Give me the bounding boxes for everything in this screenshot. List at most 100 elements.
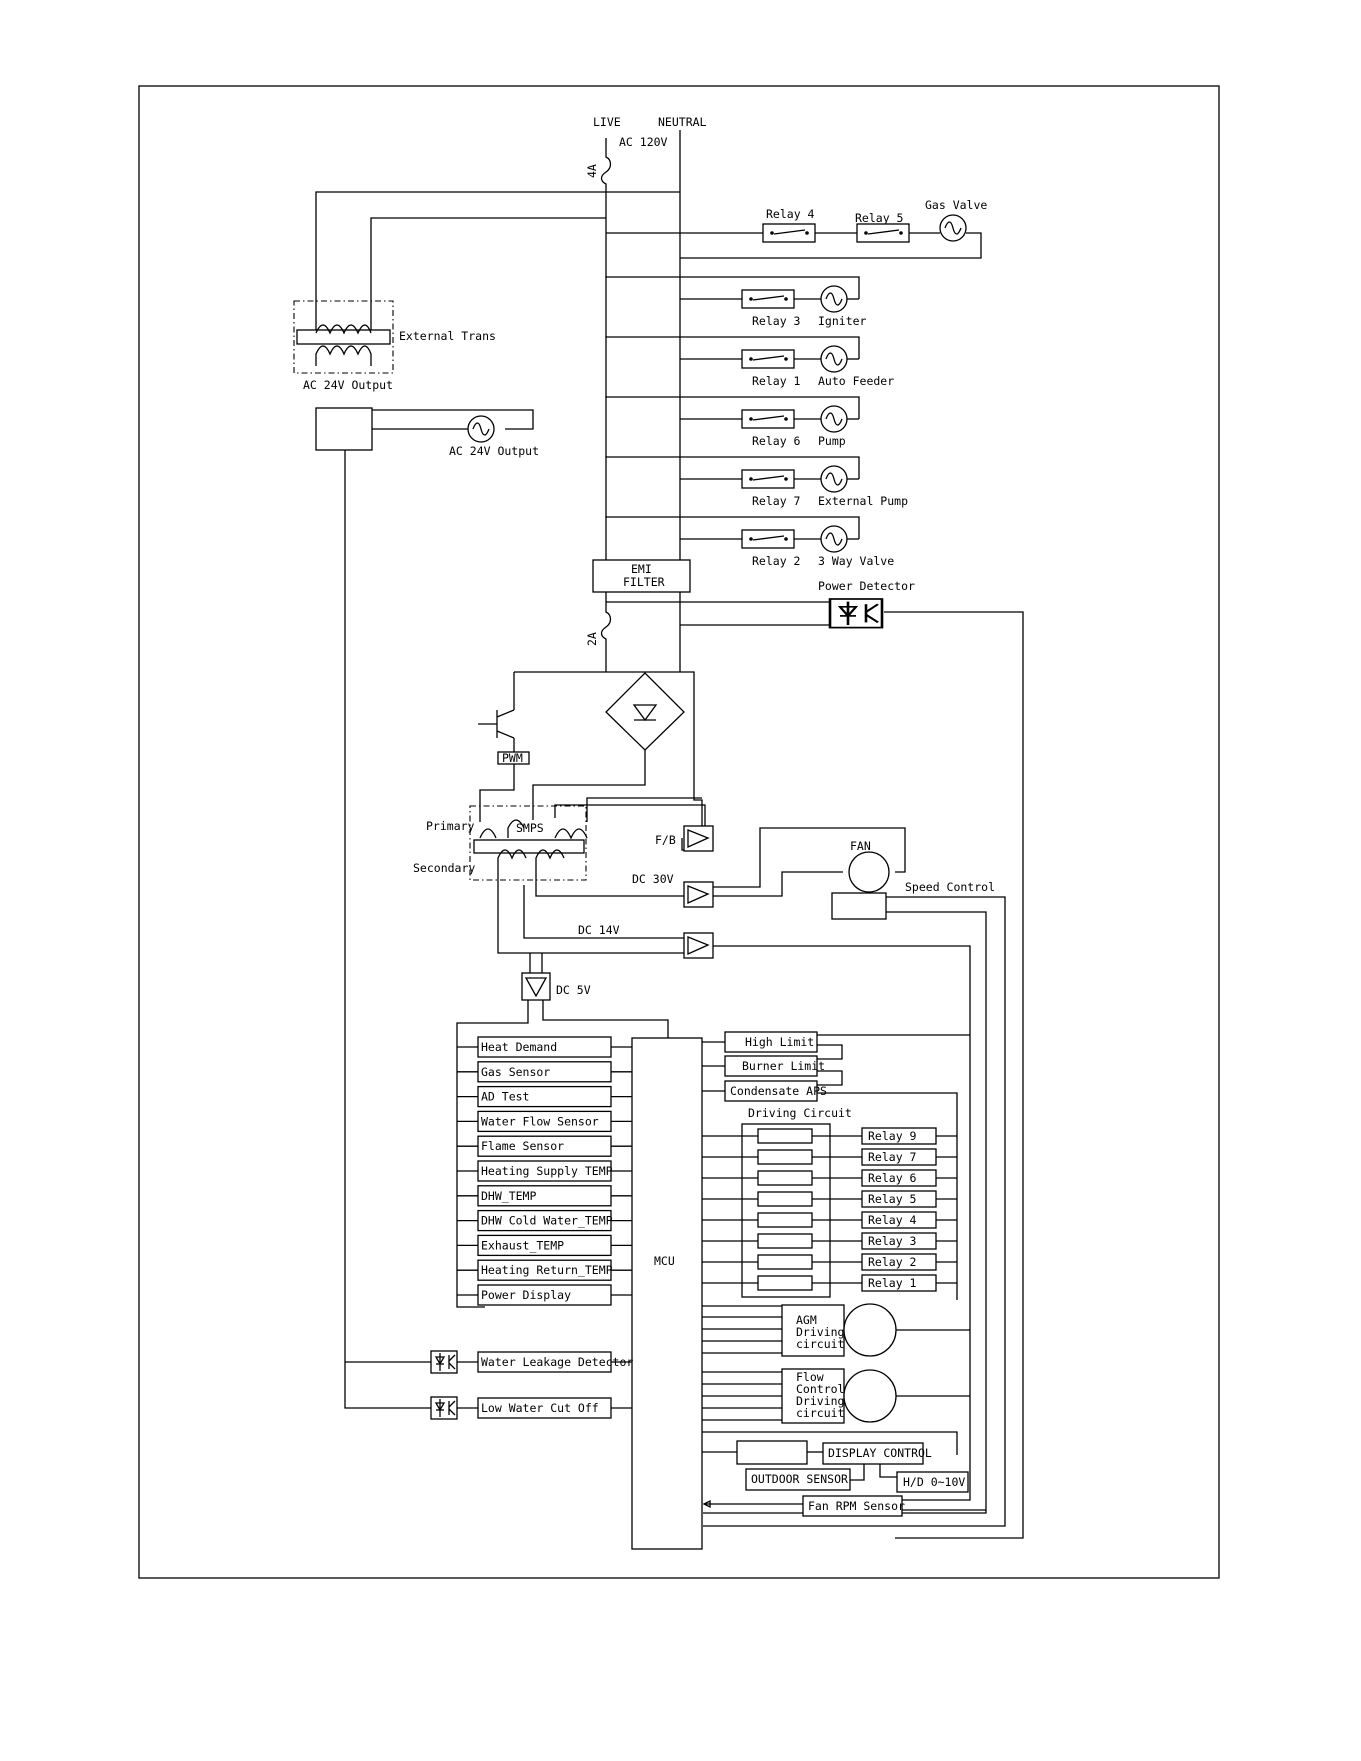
relay-symbol xyxy=(741,409,795,429)
power-detector-label: Power Detector xyxy=(818,579,915,593)
gas-valve-label: Gas Valve xyxy=(925,198,987,212)
input-label: Gas Sensor xyxy=(481,1065,550,1079)
live-bus xyxy=(600,138,612,672)
mcu-block xyxy=(631,1037,703,1550)
outdoor-sensor-box xyxy=(745,1468,851,1491)
agm-line3: circuit xyxy=(796,1337,844,1351)
fan-motor xyxy=(848,851,890,893)
relay5-label: Relay 5 xyxy=(855,211,903,225)
ac-load-label: 3 Way Valve xyxy=(818,554,894,568)
flow-line2: Control xyxy=(796,1382,844,1396)
speed-control-label: Speed Control xyxy=(905,880,995,894)
input-item: Power Display xyxy=(457,1284,632,1306)
input-label: Flame Sensor xyxy=(481,1139,564,1153)
dc30-label: DC 30V xyxy=(632,872,674,886)
ac-relay-label: Relay 1 xyxy=(752,374,801,388)
smps-label: SMPS xyxy=(516,821,544,835)
relay-label: Relay 3 xyxy=(868,1234,917,1248)
agm-line1: AGM xyxy=(796,1313,817,1327)
input-label: DHW_TEMP xyxy=(481,1189,536,1203)
driver-cell xyxy=(757,1128,813,1144)
flow-motor xyxy=(843,1369,897,1423)
ac-load-icon xyxy=(820,285,848,313)
input-label: Heating Return_TEMP xyxy=(481,1263,613,1277)
input-item: Heating Supply TEMP xyxy=(457,1160,632,1182)
live-label: LIVE xyxy=(593,115,621,129)
flow-bus xyxy=(702,1371,782,1421)
mcu-label: MCU xyxy=(654,1254,675,1268)
display-control-box xyxy=(822,1442,924,1465)
input-item: Water Flow Sensor xyxy=(457,1110,632,1133)
flow-line3: Driving xyxy=(796,1394,844,1408)
input-label: AD Test xyxy=(481,1090,529,1104)
relay-label: Relay 2 xyxy=(868,1255,916,1269)
input-label: Heating Supply TEMP xyxy=(481,1164,613,1178)
relay-label: Relay 4 xyxy=(868,1213,917,1227)
input-item: Heat Demand xyxy=(457,1036,632,1058)
input-item: Gas Sensor xyxy=(457,1061,632,1083)
agm-line2: Driving xyxy=(796,1325,844,1339)
input-item: Heating Return_TEMP xyxy=(457,1259,632,1281)
ac-load-icon xyxy=(820,465,848,493)
ac24-load-label: AC 24V Output xyxy=(449,444,539,458)
relay-output: Relay 3 xyxy=(702,1232,957,1250)
external-transformer xyxy=(293,300,394,374)
emi-line1: EMI xyxy=(631,562,652,576)
burner-limit-label: Burner Limit xyxy=(742,1059,825,1073)
input-label: Water Flow Sensor xyxy=(481,1114,599,1128)
relay-label: Relay 5 xyxy=(868,1192,916,1206)
input-item: Flame Sensor xyxy=(457,1135,632,1157)
flow-line4: circuit xyxy=(796,1406,844,1420)
dc14-amp xyxy=(683,932,714,959)
relay-symbol xyxy=(741,349,795,369)
driver-cell xyxy=(757,1170,813,1186)
water-leakage-label: Water Leakage Detector xyxy=(481,1355,633,1369)
input-label: DHW Cold Water_TEMP xyxy=(481,1214,613,1228)
relay-output: Relay 9 xyxy=(702,1127,957,1145)
dc30-amp xyxy=(683,881,714,908)
dc14-label: DC 14V xyxy=(578,923,620,937)
agm-bus xyxy=(702,1305,782,1354)
hd-label: H/D 0~10V xyxy=(903,1475,965,1489)
driver-cell xyxy=(757,1254,813,1270)
ac-relay-label: Relay 3 xyxy=(752,314,801,328)
fan-rpm-box xyxy=(802,1495,903,1517)
fan-rpm-label: Fan RPM Sensor xyxy=(808,1499,905,1513)
input-label: Power Display xyxy=(481,1288,571,1302)
relay-output: Relay 1 xyxy=(702,1274,957,1292)
relay-symbol xyxy=(741,529,795,549)
input-label: Exhaust_TEMP xyxy=(481,1238,564,1252)
ac-relay-label: Relay 7 xyxy=(752,494,801,508)
relay-output: Relay 2 xyxy=(702,1253,957,1271)
fb-amp xyxy=(683,825,714,852)
relay-label: Relay 7 xyxy=(868,1150,917,1164)
speed-control-box xyxy=(831,892,887,920)
pwm-label: PWM xyxy=(502,751,523,765)
input-item: DHW Cold Water_TEMP xyxy=(457,1209,632,1232)
ac-relay-label: Relay 2 xyxy=(752,554,800,568)
bridge-rectifier xyxy=(605,672,685,751)
driver-cell xyxy=(757,1275,813,1291)
ac-load-3: Relay 7 External Pump xyxy=(605,456,908,508)
emi-filter xyxy=(592,559,691,593)
relay-symbol xyxy=(741,289,795,309)
display-block xyxy=(736,1440,808,1465)
emi-line2: FILTER xyxy=(623,575,665,589)
high-limit-label: High Limit xyxy=(745,1035,814,1049)
secondary-label: Secondary xyxy=(413,861,475,875)
relay-output: Relay 7 xyxy=(702,1148,957,1166)
dc5-regulator xyxy=(521,972,551,1001)
smps-block xyxy=(469,805,587,881)
primary-label: Primary xyxy=(426,819,475,833)
relay-symbol xyxy=(741,469,795,489)
ac-load-icon xyxy=(820,405,848,433)
ac-load-label: External Pump xyxy=(818,494,908,508)
fan-label: FAN xyxy=(850,839,871,853)
power-detector-opto xyxy=(828,597,884,629)
hd-box xyxy=(896,1471,969,1493)
input-item: DHW_TEMP xyxy=(457,1185,632,1207)
